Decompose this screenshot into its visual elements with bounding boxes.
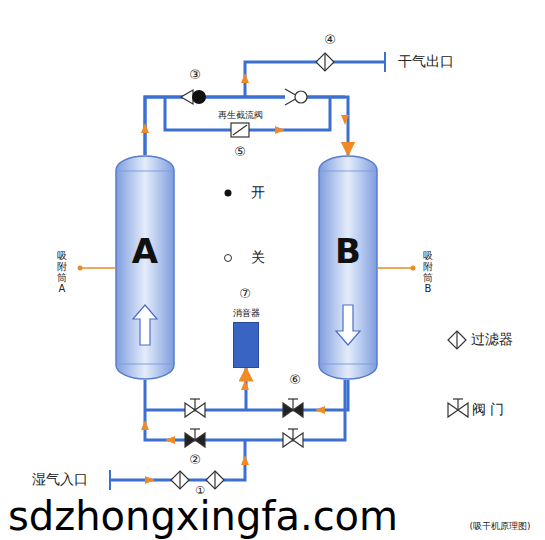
outlet-pipe — [245, 62, 385, 97]
callout-number: ⑤ — [234, 145, 246, 159]
flow-arrow — [145, 476, 155, 484]
pipe-connector — [145, 97, 348, 155]
callout-number: ③ — [189, 68, 201, 82]
flow-arrow — [241, 73, 249, 83]
outlet-end — [384, 52, 386, 72]
callout-number: ⑦ — [239, 287, 251, 301]
flow-arrow — [315, 406, 325, 414]
leader-line — [378, 267, 413, 269]
check-valve — [285, 89, 307, 105]
leader-dot — [78, 266, 83, 271]
adsorption-tower: B — [318, 155, 378, 380]
flow-arrow — [275, 126, 285, 134]
flow-arrow — [141, 420, 149, 430]
muffler-label: 消音器 — [233, 309, 260, 319]
callout-number: ② — [189, 453, 201, 467]
legend-filter-sample — [448, 331, 466, 349]
caption: (吸干机原理图) — [469, 522, 530, 532]
muffler-box: 消音器 — [233, 322, 259, 368]
flow-arrow — [341, 115, 349, 125]
valve-b-inlet — [283, 429, 303, 447]
valve-b-exhaust — [283, 399, 303, 417]
watermark: sdzhongxingfa.com — [8, 496, 398, 536]
label-text: 吸附筒A — [57, 250, 67, 294]
label-text: 再生截流阀 — [218, 111, 263, 121]
open-dot — [225, 190, 232, 197]
check-valve — [181, 90, 206, 104]
inlet-filter — [206, 471, 224, 489]
legend-valve-sample — [448, 399, 468, 417]
callout-number: 开 — [251, 185, 265, 200]
flow-arrow — [165, 436, 175, 444]
callout-number: ⑥ — [289, 373, 301, 387]
flow-arrow — [241, 380, 249, 390]
tower-letter: A — [132, 233, 158, 270]
tower-letter: B — [335, 233, 361, 270]
outlet-filter — [316, 53, 334, 71]
inlet-end — [109, 470, 111, 490]
throttle-valve — [231, 123, 249, 137]
leader-line — [80, 267, 115, 269]
callout-number: ④ — [324, 33, 336, 47]
leader-dot — [411, 266, 416, 271]
inlet-filter — [171, 471, 189, 489]
flow-arrow — [241, 455, 249, 465]
legend-text: 阀 门 — [472, 402, 504, 417]
closed-dot — [225, 255, 232, 262]
lower-manifold — [145, 380, 345, 440]
label-text: 湿气入口 — [32, 472, 88, 487]
flow-arrow — [141, 123, 149, 133]
label-text: 干气出口 — [398, 54, 454, 69]
label-text: 吸附筒B — [423, 250, 433, 294]
legend-text: 过滤器 — [471, 332, 513, 347]
valve-a-exhaust — [185, 399, 205, 417]
callout-number: 关 — [251, 250, 265, 265]
adsorption-tower: A — [115, 155, 175, 380]
valve-a-inlet — [185, 429, 205, 447]
